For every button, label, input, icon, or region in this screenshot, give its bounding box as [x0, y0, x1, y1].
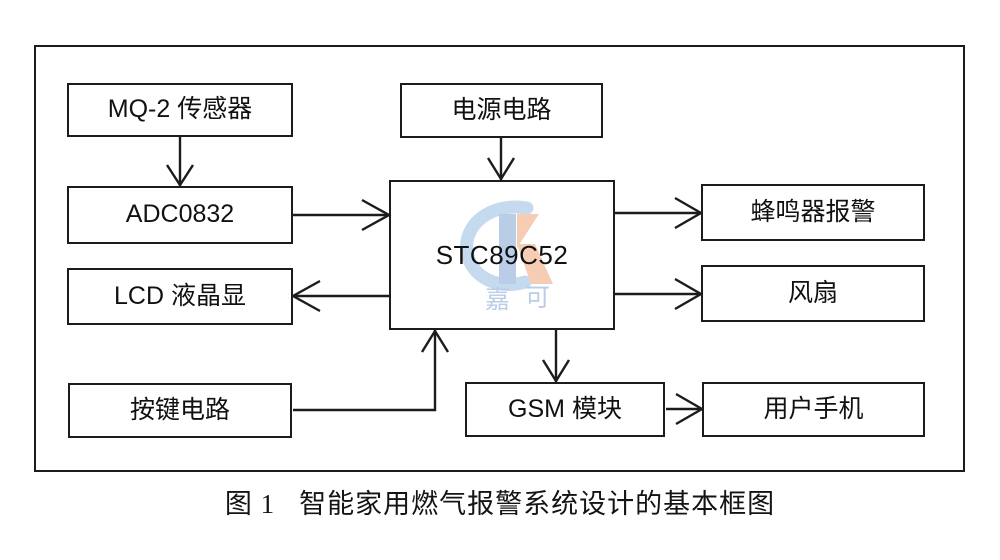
node-mq2-sensor[interactable]: MQ-2 传感器: [67, 83, 293, 137]
node-keypad-circuit[interactable]: 按键电路: [68, 383, 292, 438]
node-adc0832[interactable]: ADC0832: [67, 186, 293, 244]
node-fan[interactable]: 风扇: [701, 265, 925, 322]
node-buzzer-alarm-label: 蜂鸣器报警: [750, 198, 876, 226]
node-user-phone[interactable]: 用户手机: [702, 382, 925, 437]
node-mcu-stc89c52[interactable]: STC89C52: [389, 180, 615, 330]
node-power-circuit[interactable]: 电源电路: [400, 83, 603, 138]
node-fan-label: 风扇: [787, 279, 838, 307]
node-lcd-display-label: LCD 液晶显: [114, 281, 246, 310]
node-gsm-module-label: GSM 模块: [508, 394, 622, 423]
figure-caption: 图 1 智能家用燃气报警系统设计的基本框图: [0, 482, 1000, 521]
node-power-circuit-label: 电源电路: [451, 96, 552, 124]
figure-caption-text: 智能家用燃气报警系统设计的基本框图: [299, 489, 776, 519]
node-lcd-display[interactable]: LCD 液晶显: [67, 268, 293, 325]
node-keypad-circuit-label: 按键电路: [129, 396, 230, 424]
node-adc0832-label: ADC0832: [125, 200, 235, 229]
node-buzzer-alarm[interactable]: 蜂鸣器报警: [701, 184, 925, 241]
node-mcu-stc89c52-label: STC89C52: [435, 239, 569, 270]
node-user-phone-label: 用户手机: [763, 395, 864, 423]
figure-caption-index: 图 1: [224, 489, 276, 519]
node-gsm-module[interactable]: GSM 模块: [465, 382, 665, 437]
node-mq2-sensor-label: MQ-2 传感器: [107, 95, 253, 124]
